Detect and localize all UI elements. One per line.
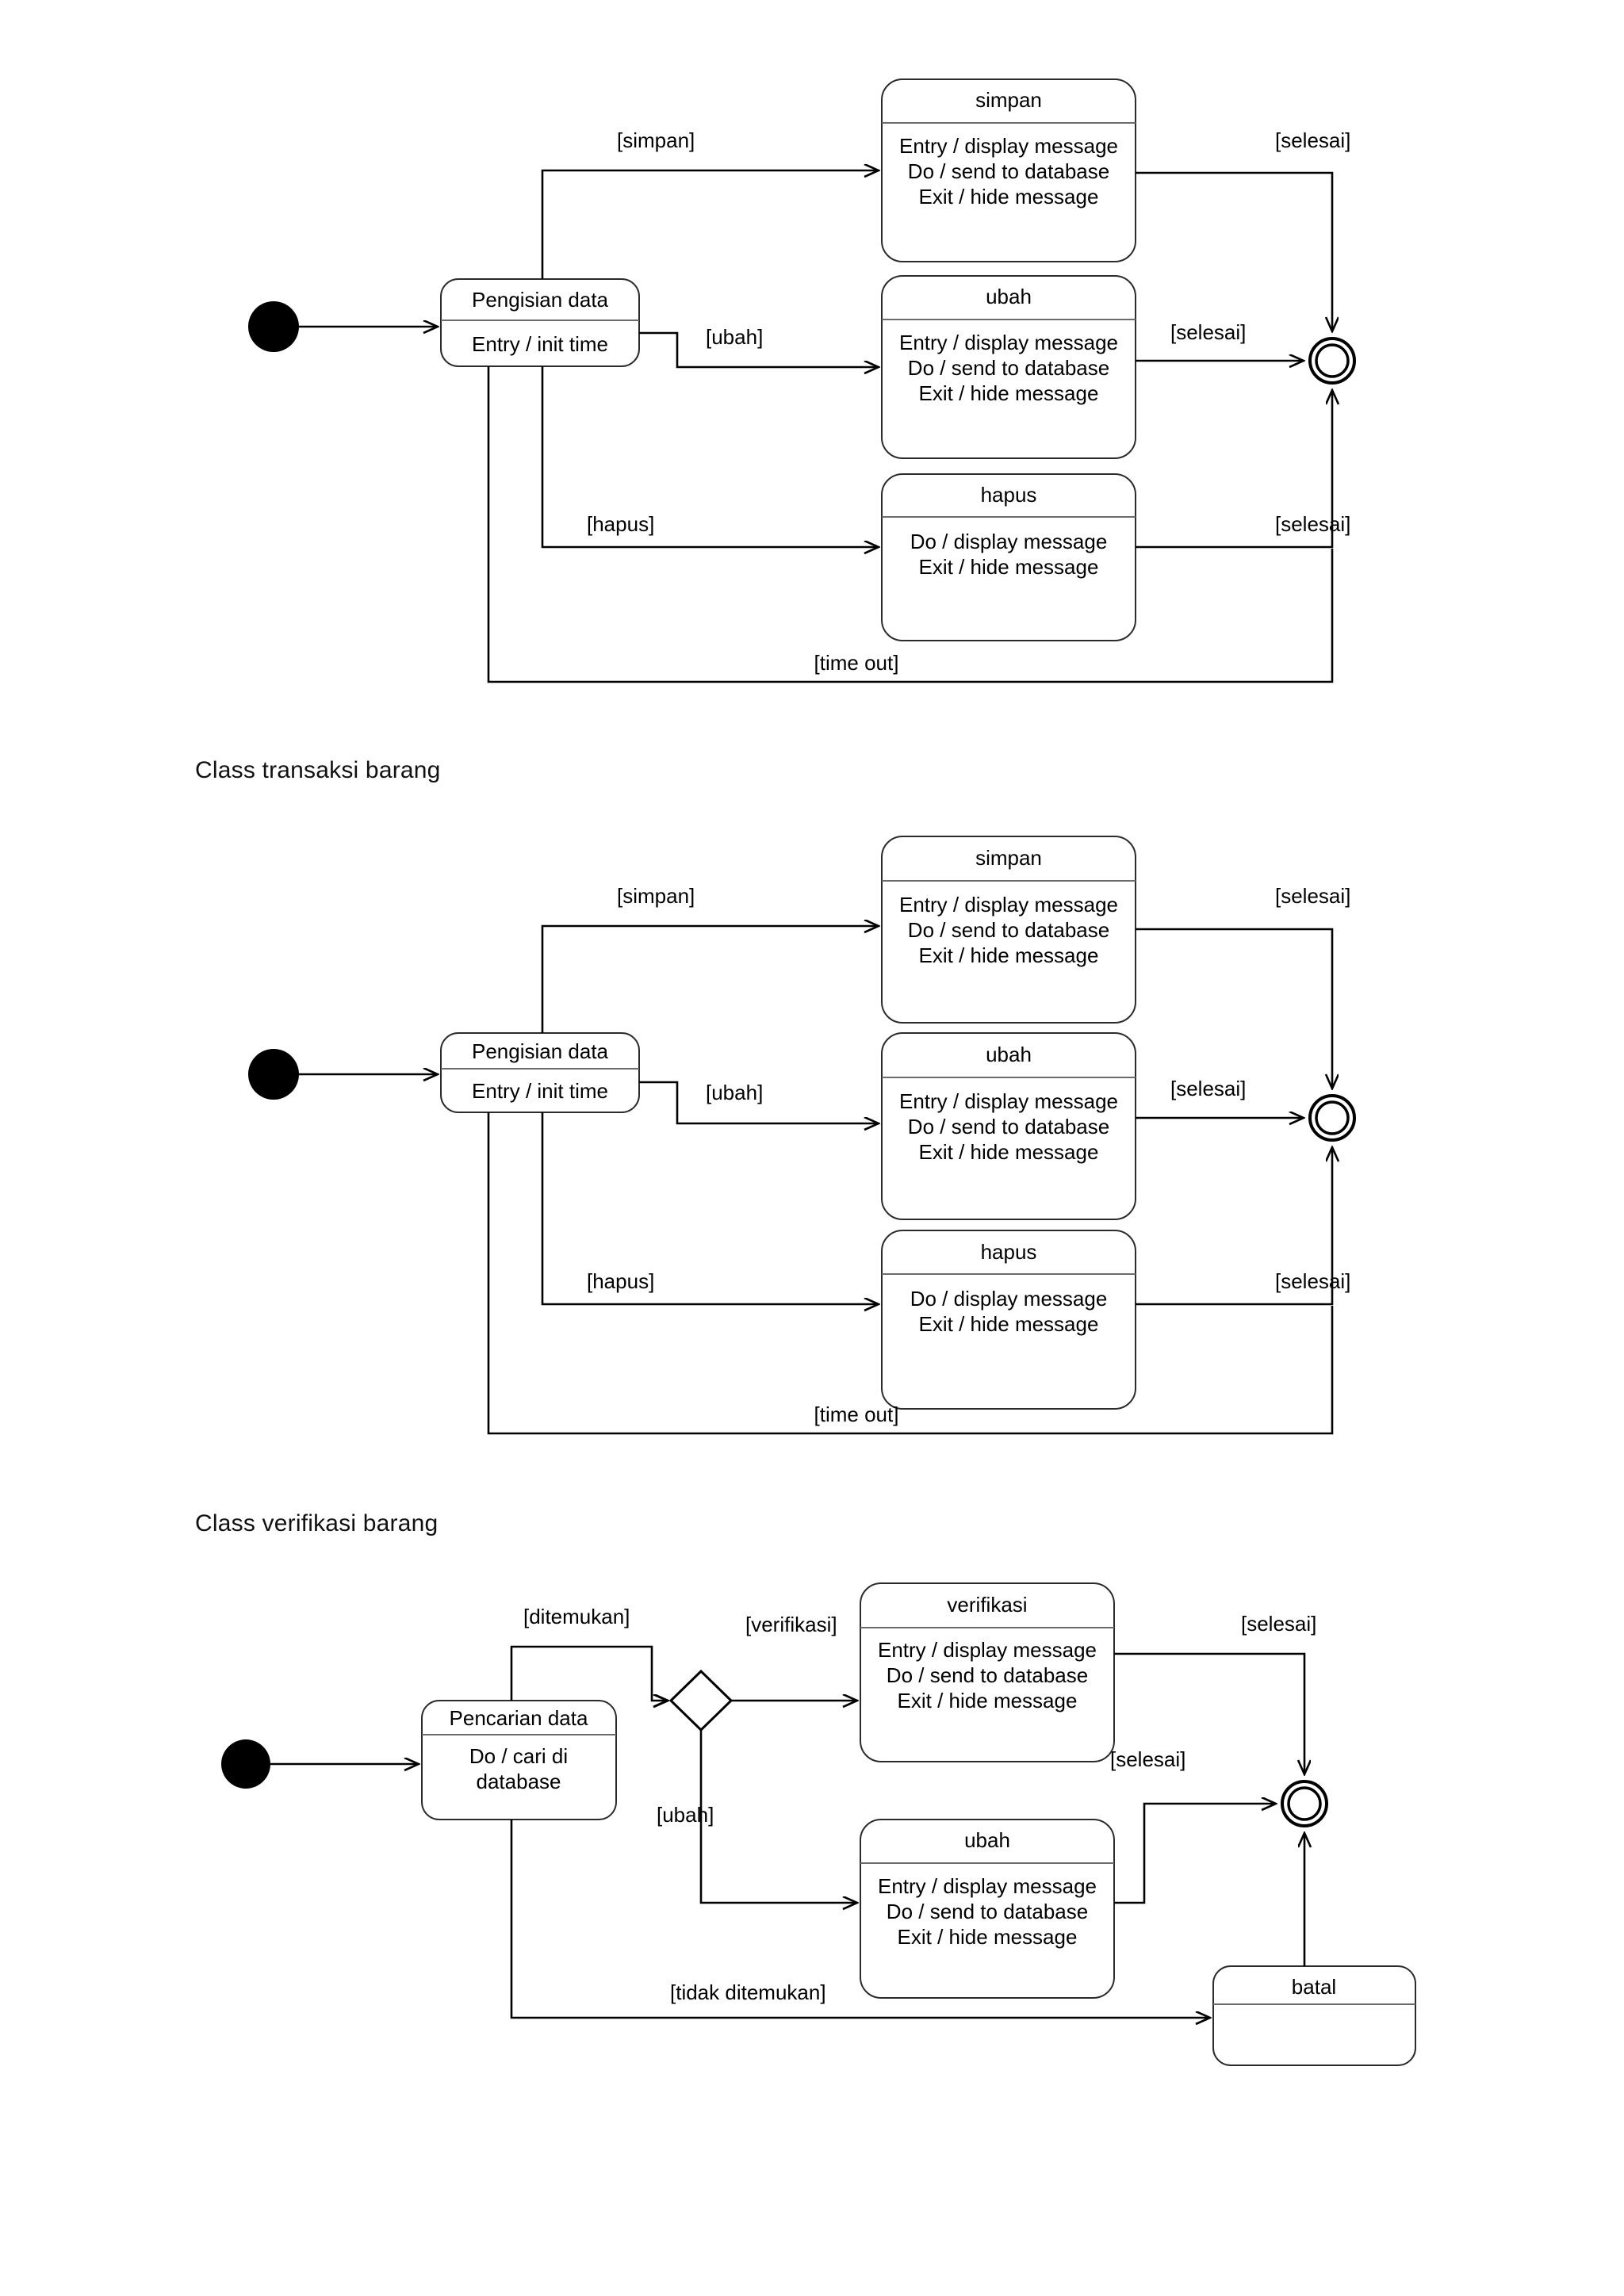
edge-hapus [541,366,879,547]
edge-selesai-simpan [1136,171,1332,331]
decision-diamond [668,1669,733,1732]
state-line: Exit / hide message [919,555,1099,579]
initial-state [248,301,299,352]
edge-tidak-ditemukan [510,1820,1210,2018]
final-state [1281,1780,1328,1827]
initial-state [221,1739,270,1789]
state-line: Entry / display message [878,1638,1097,1662]
state-simpan: simpan Entry / display message Do / send… [881,836,1136,1024]
caption-transaksi-barang: Class transaksi barang [195,757,441,783]
guard-selesai-hapus: [selesai] [1275,512,1350,536]
final-state [1308,1094,1356,1142]
state-line: Entry / init time [472,332,608,356]
edge-timeout [487,1112,1334,1435]
state-pencarian-data: Pencarian data Do / cari di database [421,1700,617,1820]
edge-ubah [639,1081,879,1123]
final-state [1308,337,1356,385]
state-simpan: simpan Entry / display message Do / send… [881,78,1136,262]
guard-hapus: [hapus] [587,1269,654,1293]
state-ubah: ubah Entry / display message Do / send t… [860,1819,1115,1999]
state-title: Pengisian data [472,1039,609,1063]
state-line: Exit / hide message [919,1312,1099,1336]
guard-tidak-ditemukan: [tidak ditemukan] [670,1980,826,2004]
state-line: Entry / display message [899,893,1118,916]
state-title: verifikasi [947,1593,1027,1617]
state-line: Exit / hide message [919,1140,1099,1164]
state-title: Pencarian data [450,1706,588,1730]
guard-selesai-verifikasi: [selesai] [1241,1612,1316,1636]
guard-simpan: [simpan] [617,128,695,152]
guard-selesai-hapus: [selesai] [1275,1269,1350,1293]
state-line: Do / display message [910,1287,1108,1311]
state-line: Do / send to database [887,1900,1088,1923]
diagram-class-transaksi-barang: Pengisian data Entry / init time simpan … [248,836,1356,1435]
state-hapus: hapus Do / display message Exit / hide m… [881,1230,1136,1410]
state-line: Do / send to database [908,1115,1109,1138]
state-line: Do / send to database [908,918,1109,942]
state-hapus: hapus Do / display message Exit / hide m… [881,473,1136,641]
guard-ubah: [ubah] [706,325,763,349]
state-line: Entry / display message [899,1089,1118,1113]
state-line: Exit / hide message [898,1925,1078,1949]
guard-ubah: [ubah] [657,1803,714,1827]
diagram-class-verifikasi-barang: Pencarian data Do / cari di database ver… [221,1582,1416,2066]
state-ubah: ubah Entry / display message Do / send t… [881,1032,1136,1220]
state-title: simpan [975,846,1042,870]
state-line: Do / display message [910,530,1108,553]
guard-simpan: [simpan] [617,884,695,908]
edge-selesai-hapus [1136,390,1332,549]
edge-timeout [487,366,1334,683]
edge-simpan [541,926,879,1033]
edge-selesai-verifikasi [1114,1652,1304,1774]
guard-selesai-ubah: [selesai] [1170,320,1246,344]
edge-selesai-ubah [1114,1804,1276,1904]
edge-ubah [639,331,879,367]
initial-state [248,1049,299,1100]
guard-selesai-simpan: [selesai] [1275,884,1350,908]
guard-ditemukan: [ditemukan] [523,1605,630,1628]
state-line: Exit / hide message [919,381,1099,405]
state-line: Exit / hide message [919,943,1099,967]
guard-timeout: [time out] [814,651,899,675]
state-line: Do / send to database [908,159,1109,183]
state-line: Entry / display message [878,1874,1097,1898]
state-line: Entry / init time [472,1079,608,1103]
state-line: Entry / display message [899,134,1118,158]
edge-ubah [699,1730,857,1903]
state-title: hapus [981,1240,1037,1264]
guard-selesai-ubah: [selesai] [1170,1077,1246,1100]
caption-verifikasi-barang: Class verifikasi barang [195,1510,439,1536]
state-batal: batal [1212,1965,1416,2066]
state-title: batal [1292,1975,1336,1999]
edge-simpan [541,170,879,279]
state-line: Do / send to database [887,1663,1088,1687]
edge-hapus [541,1112,879,1304]
edge-ditemukan [510,1645,668,1701]
state-title: ubah [986,285,1032,308]
state-verifikasi: verifikasi Entry / display message Do / … [860,1582,1115,1762]
guard-selesai-ubah: [selesai] [1110,1747,1185,1771]
guard-selesai-simpan: [selesai] [1275,128,1350,152]
state-title: hapus [981,483,1037,507]
state-line: Entry / display message [899,331,1118,354]
state-title: ubah [986,1043,1032,1066]
state-line: Exit / hide message [919,185,1099,209]
guard-verifikasi: [verifikasi] [745,1613,837,1636]
state-pengisian-data: Pengisian data Entry / init time [440,278,640,367]
state-ubah: ubah Entry / display message Do / send t… [881,275,1136,459]
state-title: ubah [964,1828,1010,1852]
state-title: Pengisian data [472,288,609,312]
edge-selesai-simpan [1136,928,1332,1089]
guard-ubah: [ubah] [706,1081,763,1104]
state-line: Do / send to database [908,356,1109,380]
state-line: Exit / hide message [898,1689,1078,1712]
state-title: simpan [975,88,1042,112]
edge-selesai-hapus [1136,1147,1332,1306]
guard-hapus: [hapus] [587,512,654,536]
state-line: database [477,1770,561,1793]
state-pengisian-data: Pengisian data Entry / init time [440,1032,640,1113]
diagram-class-data-entry: Pengisian data Entry / init time simpan … [248,78,1356,683]
state-line: Do / cari di [469,1744,568,1768]
guard-timeout: [time out] [814,1402,899,1426]
